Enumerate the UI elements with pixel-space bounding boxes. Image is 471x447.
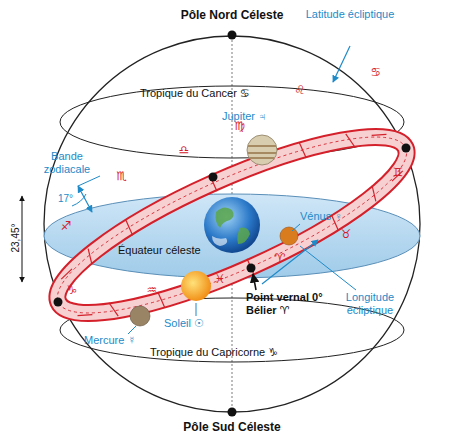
- longitude-leader: [300, 246, 356, 290]
- obliquity-label: 23,45°: [10, 208, 22, 268]
- solstice-dot: [54, 298, 63, 307]
- zodiac-sign: ♌: [290, 82, 310, 98]
- band-leader: [78, 176, 100, 186]
- longitude-label: Longitude écliptique: [330, 291, 410, 317]
- band-fill: [40, 106, 425, 345]
- zodiac-sign: ♑: [62, 282, 82, 298]
- jupiter-planet: [247, 135, 277, 165]
- longitude-arrow: [262, 240, 318, 284]
- equinox-dot: [209, 173, 218, 182]
- band-width-arrow: [78, 186, 92, 212]
- earth-land: [216, 207, 251, 244]
- planet-label: Mercure ☿: [84, 334, 154, 347]
- zodiac-sign: ♉: [336, 226, 356, 242]
- band-label: Bande zodiacale: [32, 150, 102, 176]
- zodiac-sign: ♐: [56, 218, 76, 234]
- sun: [181, 271, 211, 301]
- obliquity-arrow: [22, 196, 23, 282]
- pole-label: Pôle Sud Céleste: [152, 420, 312, 434]
- pole-label: Pôle Nord Céleste: [152, 8, 312, 22]
- venus-planet: [280, 227, 298, 245]
- latitude-arrow: [333, 46, 350, 82]
- vernal-point-label: Point vernal 0° Bélier ♈: [246, 291, 336, 317]
- ecliptic-line: [40, 106, 425, 345]
- earth: [204, 197, 260, 253]
- celestial-sphere: [44, 36, 420, 412]
- south-pole-dot: [228, 408, 237, 417]
- tropic-label: Tropique du Capricorne ♑: [150, 346, 320, 359]
- zodiac-sign: ♋: [366, 64, 386, 80]
- solstice-dot: [402, 144, 411, 153]
- mercury-planet: [130, 306, 150, 326]
- angle-label: 17°: [58, 193, 88, 205]
- band-edge: [40, 106, 425, 345]
- zodiac-sign: ♎: [174, 142, 194, 158]
- planet-label: Vénus ♀: [300, 210, 360, 223]
- zodiac-sign: ♈: [270, 250, 290, 266]
- planet-label: Jupiter ♃: [222, 110, 292, 123]
- zodiac-sign: ♒: [142, 282, 162, 298]
- vernal-point-arrow: [253, 274, 256, 290]
- venus-leader: [292, 224, 300, 231]
- zodiac-sign: ♓: [210, 271, 230, 287]
- zodiac-sign: ♏: [112, 168, 132, 184]
- band-ticks: [47, 102, 417, 347]
- latitude-label: Latitude écliptique: [305, 8, 395, 21]
- angle-arc: [72, 194, 86, 206]
- tropic-label: Tropique du Cancer ♋: [140, 87, 300, 100]
- equator-label: Équateur céleste: [118, 244, 228, 257]
- zodiac-sign: ♍: [230, 118, 250, 134]
- zodiac-band: [36, 97, 428, 352]
- sun-leader: [196, 303, 197, 316]
- mercury-leader: [128, 326, 136, 334]
- sun-label: Soleil ☉: [164, 317, 234, 330]
- jupiter-bands: [248, 146, 276, 158]
- vernal-point-dot: [247, 264, 256, 273]
- zodiac-sign: ♊: [388, 164, 408, 180]
- earth-clouds: [212, 236, 227, 246]
- north-pole-dot: [228, 31, 237, 40]
